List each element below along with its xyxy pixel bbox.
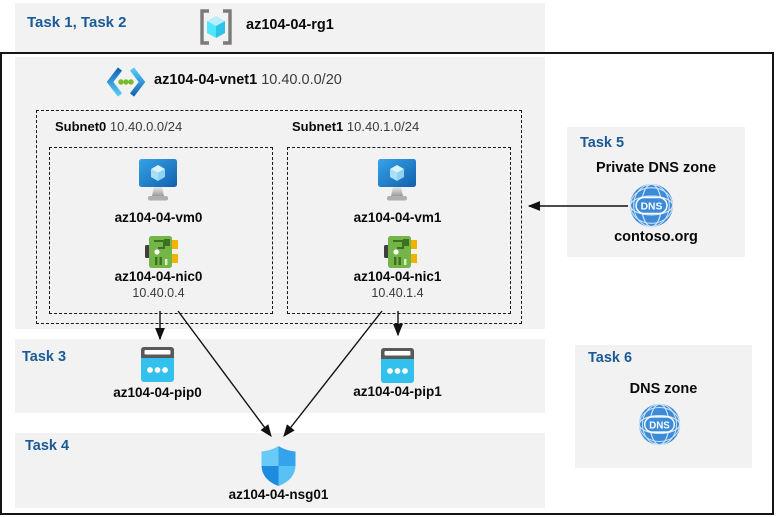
vnet-label: az104-04-vnet1 10.40.0.0/20	[154, 72, 342, 88]
nic1-label: az104-04-nic1	[353, 269, 442, 284]
nic1-ip: 10.40.1.4	[371, 286, 424, 300]
subnet0-label: Subnet0 10.40.0.0/24	[55, 119, 182, 134]
subnet0-name: Subnet0	[55, 119, 107, 134]
vnet-panel	[15, 57, 545, 329]
subnet0-cidr: 10.40.0.0/24	[109, 119, 183, 134]
task3-panel	[15, 339, 545, 413]
private-dns-zone-title: Private DNS zone	[595, 160, 717, 176]
resource-group-band	[15, 3, 545, 52]
resource-group-icon	[200, 9, 232, 45]
virtual-network-icon	[106, 67, 146, 97]
pip0-icon	[141, 347, 174, 382]
vm0-icon	[139, 159, 177, 201]
task6-label: Task 6	[588, 350, 633, 366]
subnet1-label: Subnet1 10.40.1.0/24	[292, 119, 419, 134]
nic1-icon	[384, 236, 417, 268]
subnet0-box	[49, 147, 273, 314]
vm1-icon	[378, 159, 416, 201]
task3-label: Task 3	[22, 349, 67, 365]
nsg-label: az104-04-nsg01	[228, 487, 329, 502]
nic0-icon	[145, 236, 178, 268]
subnet1-name: Subnet1	[292, 119, 344, 134]
dns-icon-text: DNS	[649, 421, 670, 432]
nic0-ip: 10.40.0.4	[132, 286, 185, 300]
dns-zone-icon: DNS	[638, 403, 681, 446]
pip0-label: az104-04-pip0	[113, 385, 202, 400]
subnet1-cidr: 10.40.1.0/24	[346, 119, 420, 134]
subnet1-box	[287, 147, 511, 314]
dns-icon-text: DNS	[641, 202, 663, 213]
diagram-frame	[0, 52, 774, 515]
vm0-label: az104-04-vm0	[114, 210, 203, 225]
vnet-cidr: 10.40.0.0/20	[261, 72, 342, 88]
pip1-label: az104-04-pip1	[353, 384, 442, 399]
task5-label: Task 5	[580, 135, 625, 151]
dns-zone-title: DNS zone	[629, 381, 698, 397]
pip1-icon	[381, 348, 414, 383]
task-1-2-label: Task 1, Task 2	[27, 14, 127, 31]
private-dns-zone-icon: DNS	[629, 183, 674, 228]
contoso-zone-label: contoso.org	[614, 229, 698, 245]
subnets-container-box	[36, 110, 522, 324]
vm1-label: az104-04-vm1	[353, 210, 442, 225]
nic0-label: az104-04-nic0	[114, 269, 203, 284]
nsg-icon	[261, 446, 296, 486]
vnet-name: az104-04-vnet1	[154, 72, 258, 88]
task4-label: Task 4	[25, 438, 70, 454]
resource-group-name: az104-04-rg1	[246, 17, 334, 33]
